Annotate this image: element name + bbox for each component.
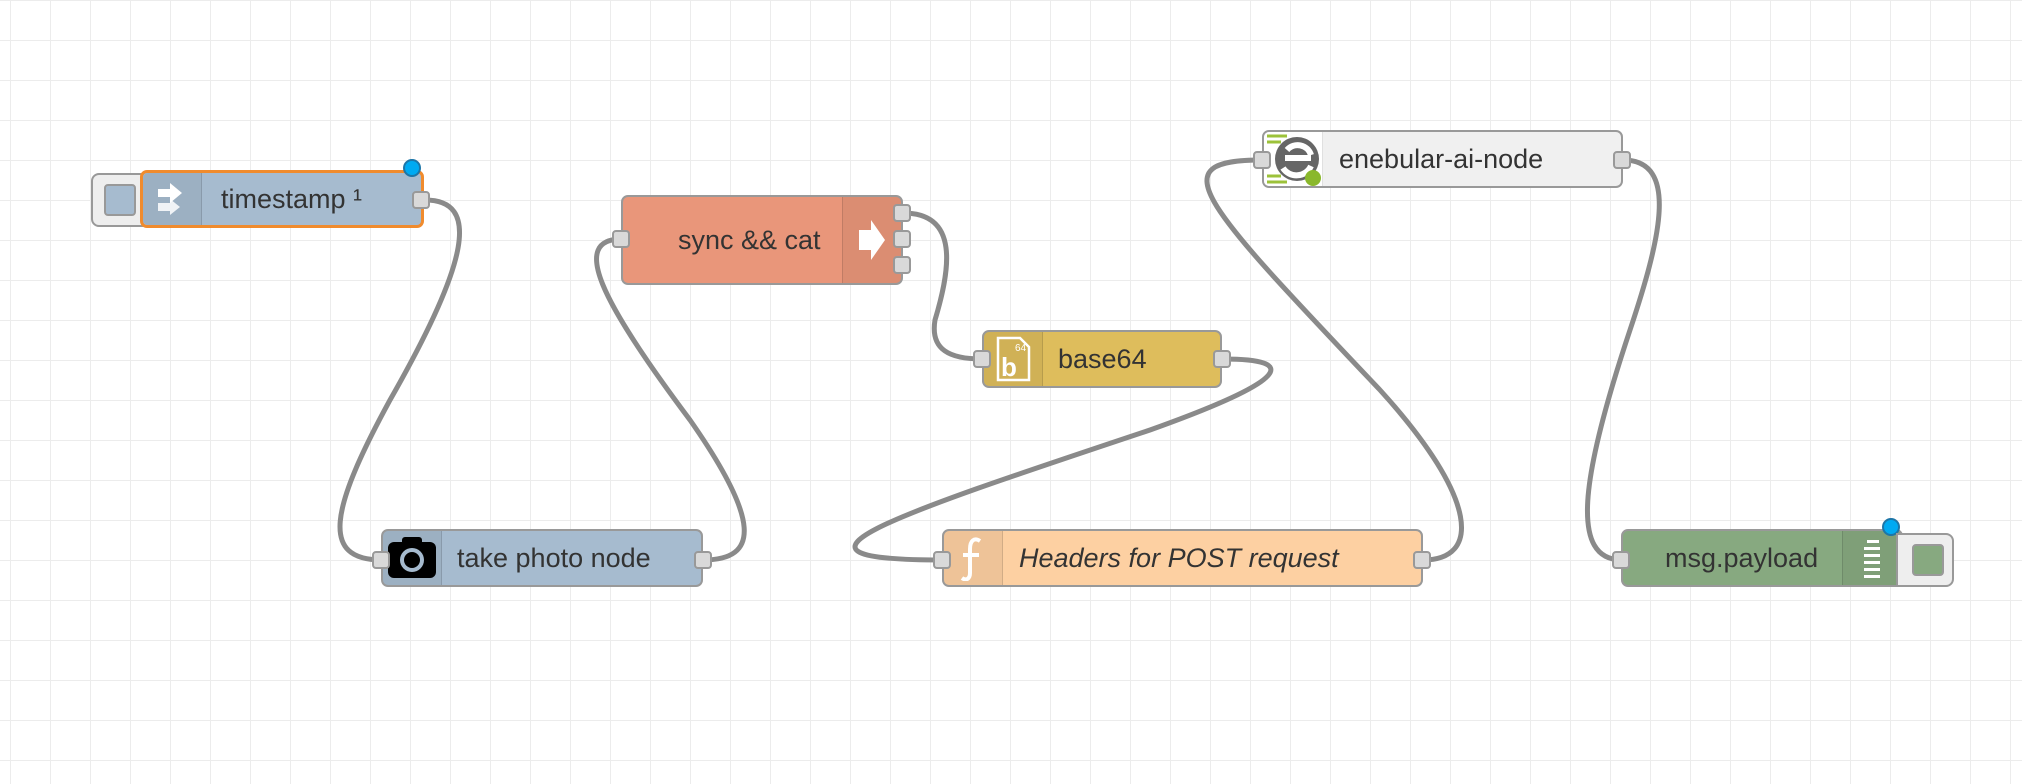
base64-icon: 64 b bbox=[984, 332, 1043, 386]
node-label-msg-payload: msg.payload bbox=[1665, 542, 1819, 573]
node-label-take-photo: take photo node bbox=[457, 542, 651, 573]
arrow-right-icon bbox=[842, 197, 901, 283]
debug-list-icon bbox=[1842, 531, 1901, 585]
debug-toggle-square bbox=[1912, 544, 1944, 576]
arrow-in-icon bbox=[143, 173, 202, 225]
node-label-sync-cat: sync && cat bbox=[678, 224, 821, 255]
wire-headers-to-enebular[interactable] bbox=[1204, 157, 1464, 563]
node-msg-payload[interactable]: msg.payload bbox=[1621, 529, 1903, 587]
input-port-base64[interactable] bbox=[973, 350, 991, 368]
wire-sync-cat-to-base64[interactable] bbox=[900, 210, 985, 362]
output-port-sync-cat-2[interactable] bbox=[893, 230, 911, 248]
node-base64[interactable]: 64 b base64 bbox=[982, 330, 1222, 388]
input-port-take-photo[interactable] bbox=[372, 551, 390, 569]
wire-base64-to-headers[interactable] bbox=[852, 356, 1274, 563]
enebular-logo-icon bbox=[1264, 132, 1323, 186]
debug-toggle-button[interactable] bbox=[1896, 533, 1954, 587]
node-sync-cat[interactable]: sync && cat bbox=[621, 195, 903, 285]
input-port-headers[interactable] bbox=[933, 551, 951, 569]
input-port-sync-cat[interactable] bbox=[612, 230, 630, 248]
function-icon bbox=[944, 531, 1003, 585]
svg-text:64: 64 bbox=[1015, 343, 1027, 354]
node-label-enebular: enebular-ai-node bbox=[1339, 143, 1544, 174]
output-port-take-photo[interactable] bbox=[694, 551, 712, 569]
node-label-timestamp: timestamp ¹ bbox=[221, 183, 363, 214]
node-headers-function[interactable]: Headers for POST request bbox=[942, 529, 1423, 587]
output-port-base64[interactable] bbox=[1213, 350, 1231, 368]
node-timestamp[interactable]: timestamp ¹ bbox=[140, 170, 424, 228]
camera-icon bbox=[383, 531, 442, 585]
wire-enebular-to-msg-payload[interactable] bbox=[1584, 157, 1662, 563]
node-label-headers: Headers for POST request bbox=[1019, 542, 1339, 573]
node-take-photo[interactable]: take photo node bbox=[381, 529, 703, 587]
output-port-timestamp[interactable] bbox=[412, 191, 430, 209]
node-enebular-ai[interactable]: enebular-ai-node bbox=[1262, 130, 1623, 188]
inject-trigger-square bbox=[104, 184, 136, 216]
output-port-headers[interactable] bbox=[1413, 551, 1431, 569]
input-port-msg-payload[interactable] bbox=[1612, 551, 1630, 569]
wire-take-photo-to-sync-cat[interactable] bbox=[594, 236, 747, 563]
output-port-enebular[interactable] bbox=[1613, 151, 1631, 169]
output-port-sync-cat-3[interactable] bbox=[893, 256, 911, 274]
node-label-base64: base64 bbox=[1058, 343, 1147, 374]
changed-indicator-timestamp bbox=[403, 159, 421, 177]
output-port-sync-cat-1[interactable] bbox=[893, 204, 911, 222]
svg-text:b: b bbox=[1001, 352, 1017, 382]
wire-timestamp-to-take-photo[interactable] bbox=[337, 197, 463, 563]
changed-indicator-msg-payload bbox=[1882, 518, 1900, 536]
input-port-enebular[interactable] bbox=[1253, 151, 1271, 169]
